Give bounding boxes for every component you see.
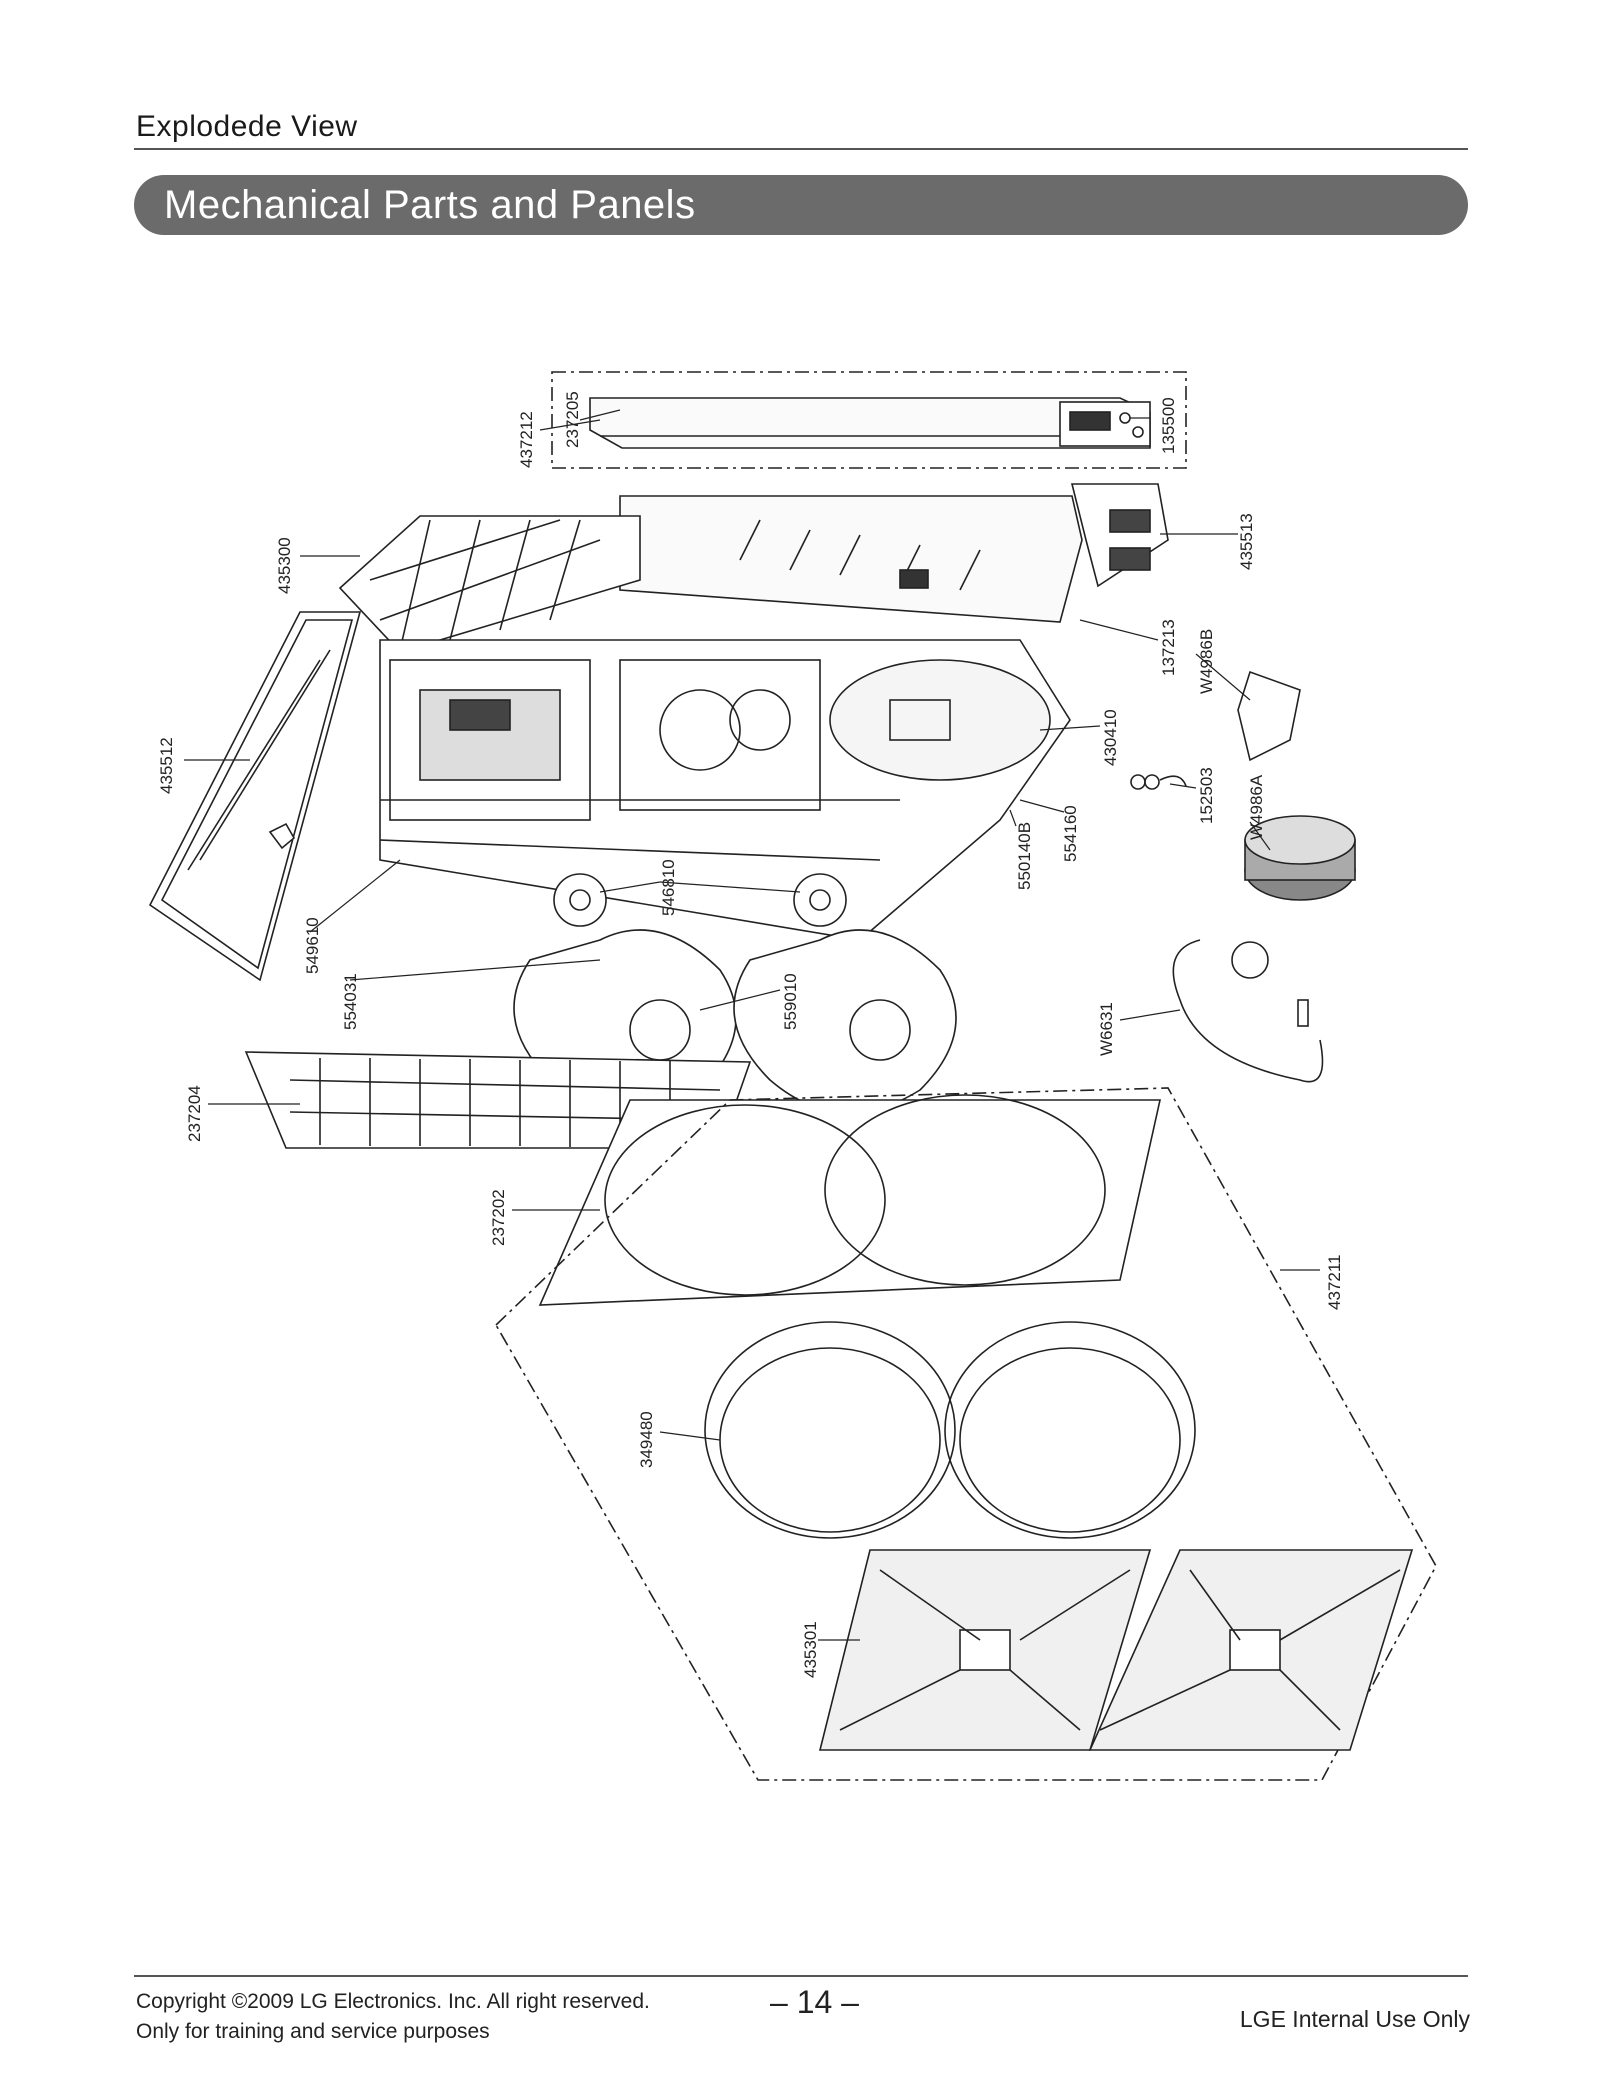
callout-437212: 437212 <box>517 411 536 468</box>
front-panel <box>538 1094 1161 1306</box>
reactor-component <box>1244 815 1356 901</box>
callout-435512: 435512 <box>157 737 176 794</box>
discharge-grilles <box>818 1549 1414 1751</box>
callout-437211: 437211 <box>1325 1255 1344 1310</box>
callout-137213: 137213 <box>1159 619 1178 676</box>
page-number: – 14 – <box>770 1984 859 2020</box>
training-notice: Only for training and service purposes <box>136 2020 490 2043</box>
side-panel <box>148 611 362 982</box>
section-label: Explodede View <box>136 110 358 143</box>
rear-grille <box>338 515 641 653</box>
callout-554160: 554160 <box>1061 805 1080 862</box>
top-rear-panel <box>619 483 1169 623</box>
callout-435301: 435301 <box>801 1621 820 1678</box>
callout-237205: 237205 <box>563 391 582 448</box>
callout-152503: 152503 <box>1197 767 1216 824</box>
callout-W6631: W6631 <box>1097 1002 1116 1056</box>
leader-lines <box>184 409 1320 1641</box>
fitting-part <box>1130 774 1187 790</box>
callout-135500: 135500 <box>1159 397 1178 454</box>
callout-349480: 349480 <box>637 1411 656 1468</box>
page-title: Mechanical Parts and Panels <box>164 183 696 227</box>
callout-W4986A: W4986A <box>1247 774 1266 840</box>
callout-549610: 549610 <box>303 917 322 974</box>
callout-550140B: 550140B <box>1015 822 1034 890</box>
title-banner: Mechanical Parts and Panels <box>134 175 1468 235</box>
callout-546810: 546810 <box>659 859 678 916</box>
callout-559010: 559010 <box>781 973 800 1030</box>
noise-filter-cable <box>1172 939 1324 1083</box>
callout-W4986B: W4986B <box>1197 629 1216 694</box>
callout-237202: 237202 <box>489 1189 508 1246</box>
callout-237204: 237204 <box>185 1085 204 1142</box>
top-cover-panel <box>551 371 1187 469</box>
callout-labels: 437212 237205 135500 435513 435300 13721… <box>157 391 1344 1678</box>
unit-chassis <box>379 639 1071 941</box>
bracket-part <box>1237 670 1301 762</box>
internal-use-label: LGE Internal Use Only <box>1239 2006 1470 2032</box>
copyright-text: Copyright ©2009 LG Electronics. Inc. All… <box>136 1990 650 2013</box>
front-assembly-outline <box>494 1087 1437 1781</box>
fan-motors <box>553 873 847 927</box>
callout-430410: 430410 <box>1101 709 1120 766</box>
footer-rule <box>134 1975 1468 1977</box>
callout-435513: 435513 <box>1237 513 1256 570</box>
callout-435300: 435300 <box>275 537 294 594</box>
callout-554031: 554031 <box>341 973 360 1030</box>
header-rule <box>134 148 1468 150</box>
orifice-rings <box>704 1321 1196 1539</box>
